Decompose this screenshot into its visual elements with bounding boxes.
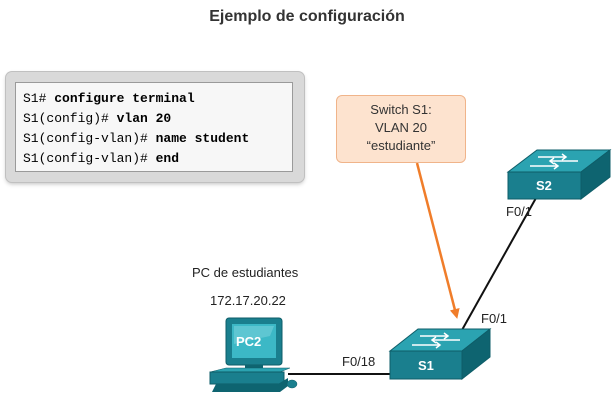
callout-line: “estudiante” — [366, 138, 436, 153]
port-label-s1-f018: F0/18 — [342, 354, 376, 369]
callout-line: VLAN 20 — [374, 120, 428, 135]
cli-prompt: S1(config)# — [23, 111, 117, 126]
cli-terminal: S1# configure terminal S1(config)# vlan … — [15, 82, 293, 172]
port-label-s1-f01: F0/1 — [481, 311, 508, 326]
page-title: Ejemplo de configuración — [209, 8, 405, 25]
switch-arrows-icon — [412, 332, 460, 349]
cli-line: S1(config)# vlan 20 — [23, 109, 292, 129]
switch-arrows-icon — [530, 153, 578, 170]
switch-s2-label: S2 — [536, 178, 552, 193]
callout-line: Switch S1: — [370, 102, 432, 117]
cli-line: S1(config-vlan)# name student — [23, 129, 292, 149]
pc-icon[interactable] — [209, 317, 298, 392]
cli-panel: S1# configure terminal S1(config)# vlan … — [6, 72, 304, 182]
cli-command: configure terminal — [54, 91, 195, 106]
port-label-s2-f01: F0/1 — [506, 204, 533, 219]
callout-arrow — [415, 162, 460, 319]
cli-prompt: S1# — [23, 91, 55, 106]
cli-prompt: S1(config-vlan)# — [23, 131, 156, 146]
link-s1-s2 — [461, 197, 537, 331]
cli-command: name student — [155, 131, 250, 146]
switch-s2[interactable] — [506, 148, 612, 201]
cli-command: vlan 20 — [116, 111, 172, 126]
cli-command: end — [155, 151, 180, 166]
callout-box: Switch S1: VLAN 20 “estudiante” — [336, 95, 466, 163]
cli-line: S1# configure terminal — [23, 89, 292, 109]
switch-s1-label: S1 — [418, 358, 434, 373]
cli-prompt: S1(config-vlan)# — [23, 151, 156, 166]
pc-description: PC de estudiantes — [192, 265, 299, 280]
pc-ip-address: 172.17.20.22 — [210, 293, 286, 308]
switch-s1[interactable] — [388, 327, 492, 381]
pc2-label: PC2 — [236, 334, 262, 349]
cli-line: S1(config-vlan)# end — [23, 149, 292, 169]
